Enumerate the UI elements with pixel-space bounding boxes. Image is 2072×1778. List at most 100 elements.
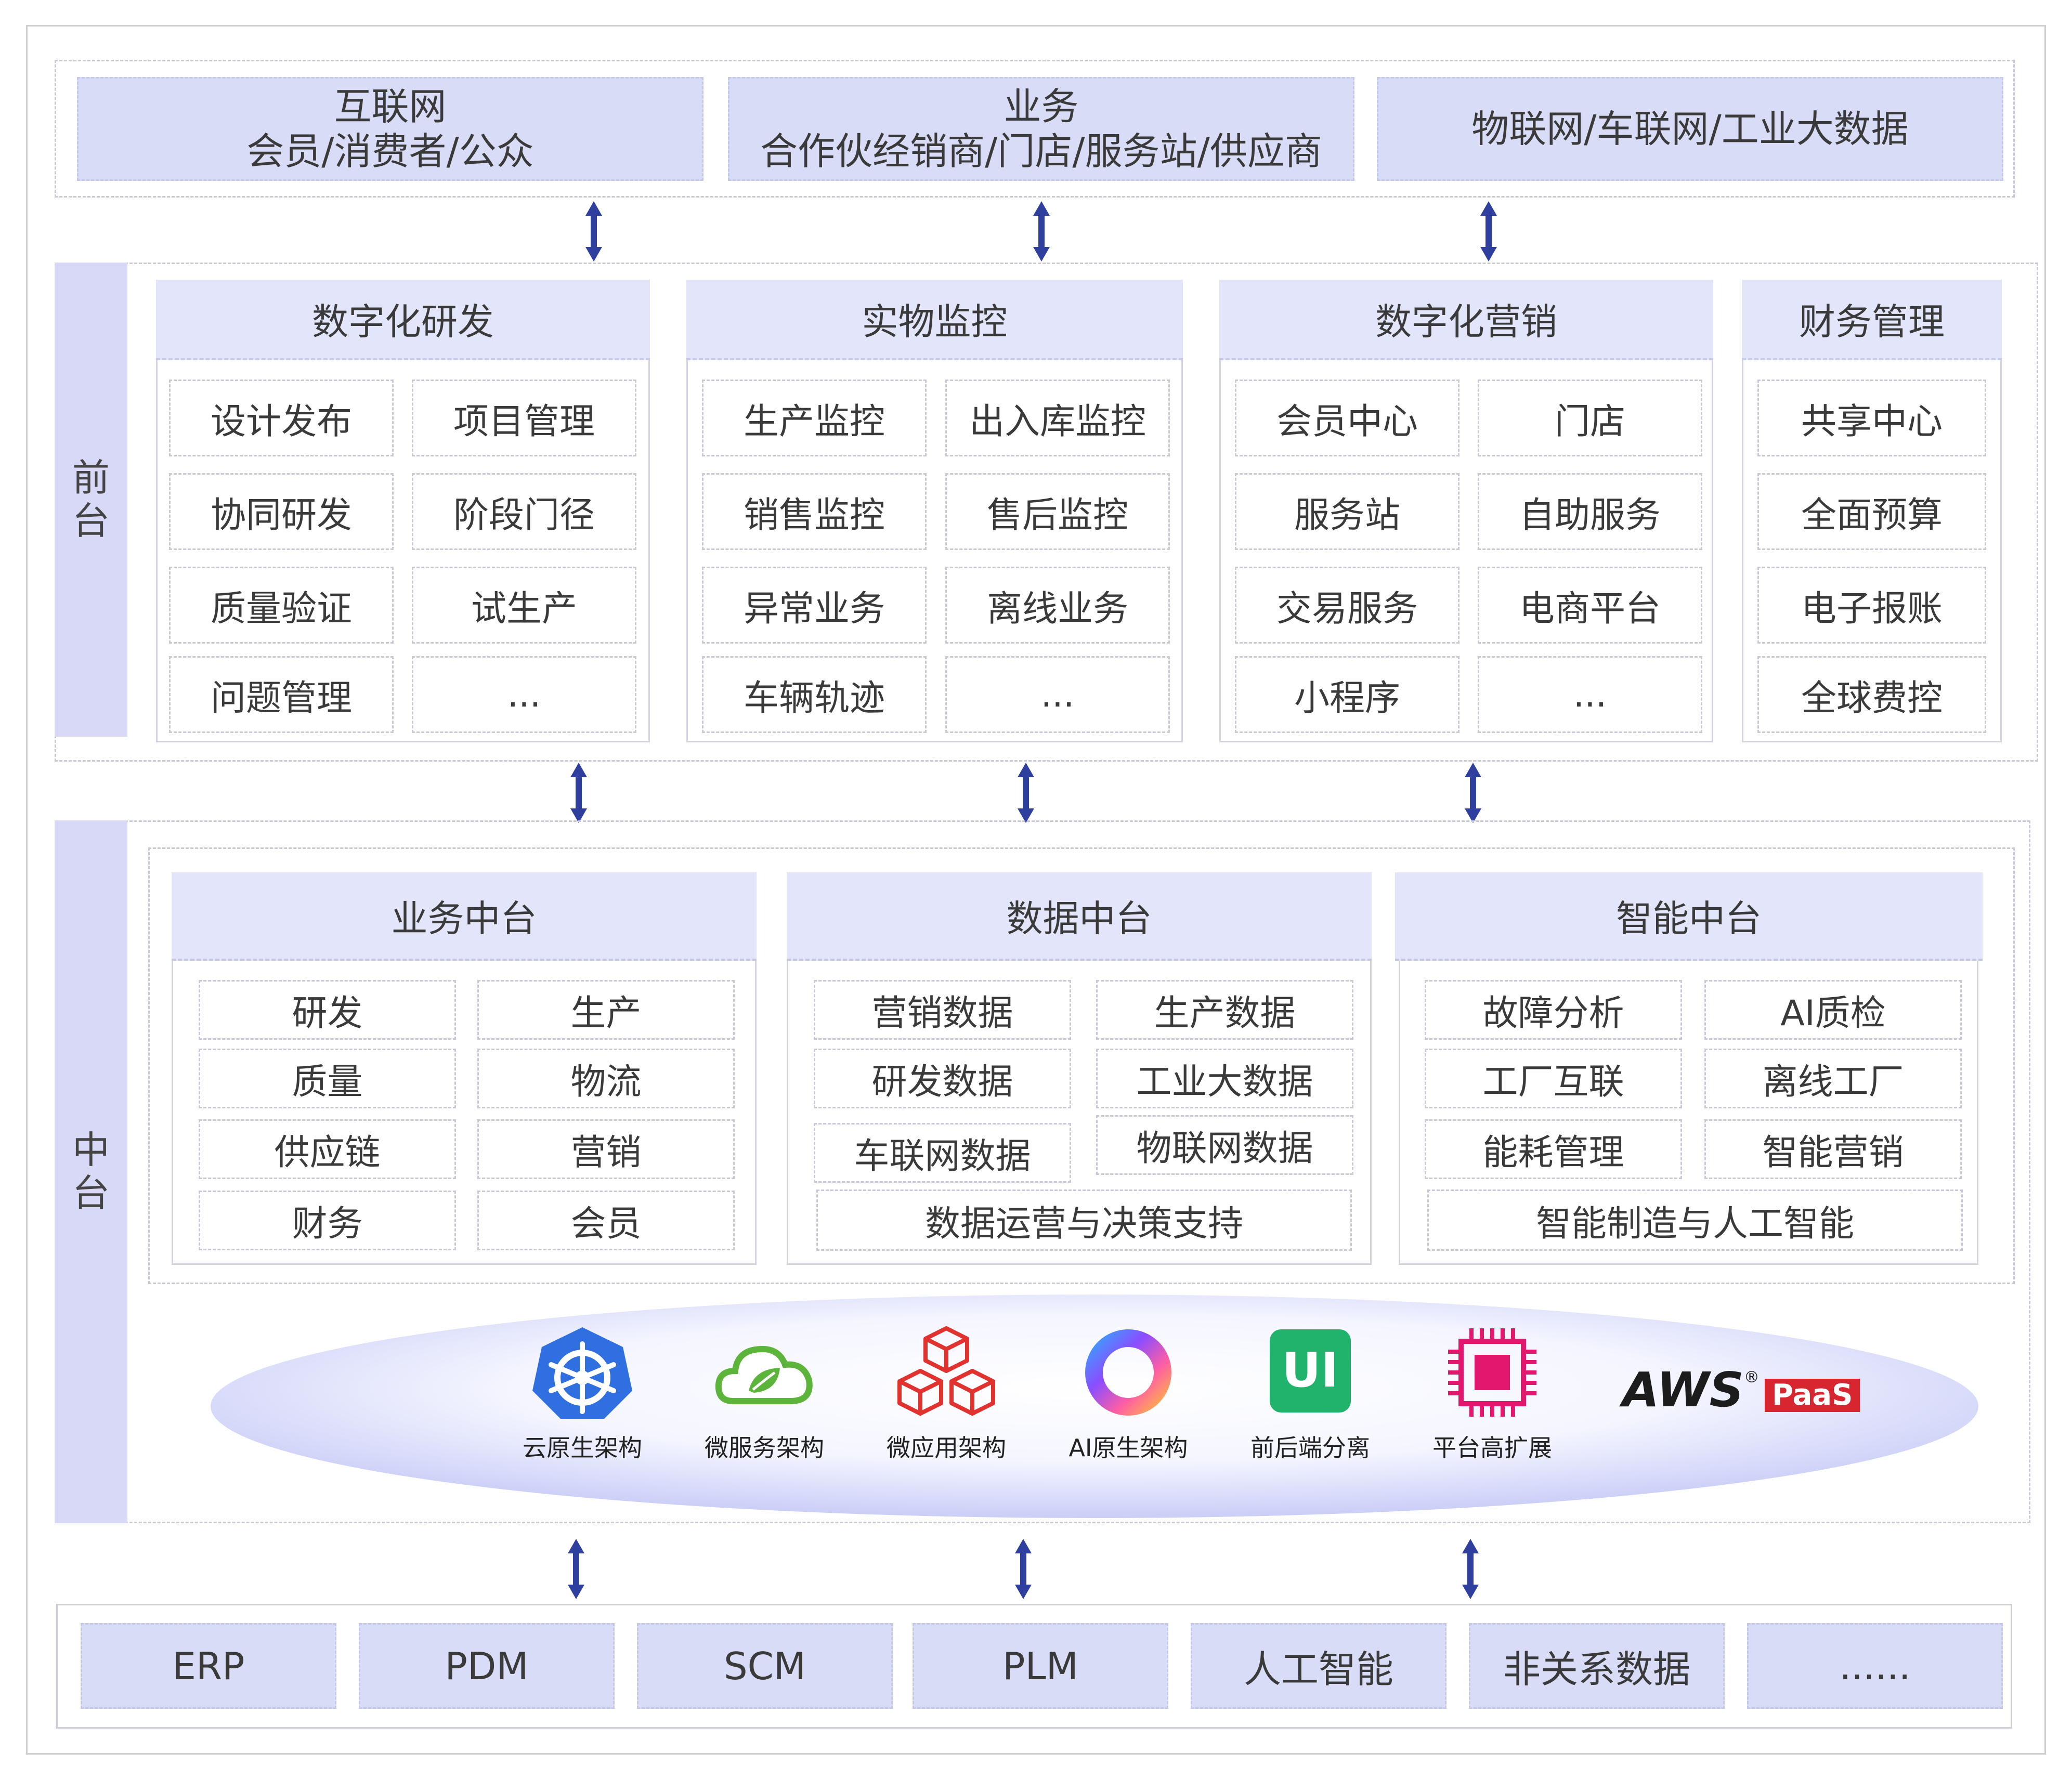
front-monitor-item: ... [945,656,1170,733]
system-pdm: PDM [359,1623,615,1709]
middle-business-item: 物流 [477,1049,735,1108]
front-finance-item: 全球费控 [1757,656,1986,733]
front-rd-item: 试生产 [412,567,636,644]
middle-business-item: 会员 [477,1191,735,1250]
front-monitor-item: 售后监控 [945,473,1170,550]
front-monitor-item: 车辆轨迹 [702,656,927,733]
front-marketing-item: ... [1478,656,1702,733]
front-rd-item: 设计发布 [169,380,394,456]
front-section-monitor-title: 实物监控 [686,280,1183,360]
cubes-icon [897,1326,995,1416]
double-arrow-icon [570,763,587,823]
tech-microservice: 微服务架构 [686,1323,842,1463]
middle-data-item: 营销数据 [814,980,1071,1040]
front-marketing-item: 会员中心 [1235,380,1459,456]
tech-label: AI原生架构 [1068,1434,1188,1462]
front-rd-item: 协同研发 [169,473,394,550]
channel-iot-title: 物联网/车联网/工业大数据 [1471,107,1909,151]
middle-business-item: 营销 [477,1119,735,1179]
front-section-rd-title: 数字化研发 [156,280,650,360]
tech-label: 云原生架构 [523,1434,642,1462]
front-rd-item: 质量验证 [169,567,394,644]
tech-frontend-backend: UI 前后端分离 [1232,1323,1388,1463]
chip-icon [1448,1328,1536,1417]
middle-side-label: 中 台 [55,820,127,1523]
channel-internet: 互联网 会员/消费者/公众 [77,77,703,181]
middle-data-item: 生产数据 [1096,980,1353,1040]
middle-business-item: 生产 [477,980,735,1040]
middle-data-item: 工业大数据 [1096,1049,1353,1108]
paas-badge: PaaS [1764,1379,1860,1412]
system-nosql: 非关系数据 [1469,1623,1725,1709]
middle-business-item: 财务 [199,1191,456,1250]
middle-section-business-title: 业务中台 [172,872,757,961]
channel-business-sub: 合作伙经销商/门店/服务站/供应商 [760,129,1322,173]
middle-business-item: 供应链 [199,1119,456,1179]
aws-paas-logo: AWS ® PaaS [1622,1366,1861,1423]
svg-text:UI: UI [1282,1342,1339,1398]
double-arrow-icon [1465,763,1481,823]
channel-internet-title: 互联网 [334,84,447,128]
front-section-marketing-title: 数字化营销 [1219,280,1713,360]
front-rd-item: ... [412,656,636,733]
tech-label: 平台高扩展 [1432,1434,1552,1462]
middle-ai-footer: 智能制造与人工智能 [1427,1189,1963,1251]
middle-business-item: 研发 [199,980,456,1040]
middle-data-item: 研发数据 [814,1049,1071,1108]
double-arrow-icon [1033,201,1050,262]
front-monitor-item: 销售监控 [702,473,927,550]
front-marketing-item: 自助服务 [1478,473,1702,550]
front-finance-item: 全面预算 [1757,473,1986,550]
system-ai: 人工智能 [1191,1623,1447,1709]
front-rd-item: 阶段门径 [412,473,636,550]
bottom-systems-band [56,1604,2012,1729]
double-arrow-icon [1480,201,1497,262]
aws-logo: AWS [1622,1362,1744,1418]
front-monitor-item: 出入库监控 [945,380,1170,456]
channel-iot: 物联网/车联网/工业大数据 [1377,77,2003,181]
front-marketing-item: 交易服务 [1235,567,1459,644]
top-channels-band [55,60,2015,198]
system-more: ...... [1747,1623,2003,1709]
tech-label: 微服务架构 [705,1434,824,1462]
double-arrow-icon [568,1539,584,1599]
middle-data-item: 车联网数据 [814,1123,1071,1183]
double-arrow-icon [1018,763,1034,823]
double-arrow-icon [1015,1539,1032,1599]
front-monitor-item: 异常业务 [702,567,927,644]
middle-ai-item: 智能营销 [1704,1119,1962,1179]
front-section-finance-title: 财务管理 [1742,280,2002,360]
front-monitor-item: 生产监控 [702,380,927,456]
system-scm: SCM [637,1623,893,1709]
system-erp: ERP [81,1623,336,1709]
front-marketing-item: 门店 [1478,380,1702,456]
front-finance-item: 共享中心 [1757,380,1986,456]
front-monitor-item: 离线业务 [945,567,1170,644]
middle-section-ai-title: 智能中台 [1395,872,1983,961]
front-rd-item: 项目管理 [412,380,636,456]
tech-ai-native: AI原生架构 [1050,1323,1206,1463]
double-arrow-icon [1462,1539,1479,1599]
middle-sections-band [148,847,2015,1284]
kubernetes-icon [532,1327,632,1419]
middle-business-item: 质量 [199,1049,456,1108]
double-arrow-icon [585,201,602,262]
spring-cloud-icon [715,1345,813,1404]
front-side-label: 前 台 [55,263,127,737]
middle-ai-item: 工厂互联 [1425,1049,1682,1108]
front-marketing-item: 服务站 [1235,473,1459,550]
system-plm: PLM [913,1623,1168,1709]
middle-section-data-title: 数据中台 [787,872,1372,961]
tech-label: 微应用架构 [887,1434,1006,1462]
tech-label: 前后端分离 [1250,1434,1370,1462]
channel-business-title: 业务 [1004,84,1079,128]
aws-registered-mark: ® [1743,1368,1760,1387]
tech-platform-scale: 平台高扩展 [1414,1323,1570,1463]
middle-ai-item: AI质检 [1704,980,1962,1040]
front-rd-item: 问题管理 [169,656,394,733]
front-finance-item: 电子报账 [1757,567,1986,644]
middle-ai-item: 能耗管理 [1425,1119,1682,1179]
tech-micro-app: 微应用架构 [868,1323,1024,1463]
channel-business: 业务 合作伙经销商/门店/服务站/供应商 [728,77,1354,181]
middle-data-footer: 数据运营与决策支持 [816,1189,1352,1251]
